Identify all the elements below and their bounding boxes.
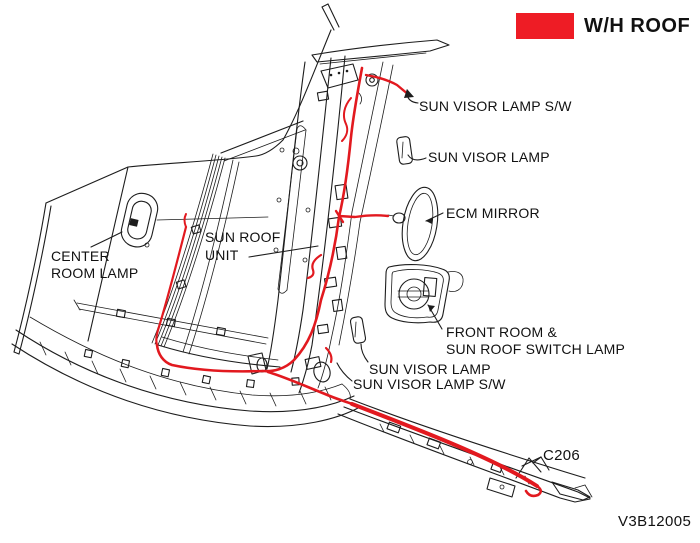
callout-center-room-lamp-line1: CENTER — [51, 248, 110, 264]
callout-center-room-lamp-line2: ROOM LAMP — [51, 265, 139, 281]
callout-leader-lines — [90, 89, 542, 467]
a-pillar-drawing — [337, 383, 593, 503]
front-header-drawing — [311, 39, 450, 105]
legend-red-swatch — [516, 13, 574, 39]
callout-front-room-line1: FRONT ROOM & — [446, 324, 558, 340]
legend: W/H ROOF — [516, 13, 690, 39]
sun-visor-lamp-bottom-drawing — [349, 316, 367, 344]
callout-sun-visor-lamp-bottom: SUN VISOR LAMP — [369, 361, 491, 377]
callout-sun-visor-lamp-sw-bottom: SUN VISOR LAMP S/W — [353, 376, 506, 392]
front-room-lamp-drawing — [384, 264, 464, 324]
roof-rear-rail-drawing — [11, 299, 361, 428]
visor-switch-arrowhead — [404, 89, 414, 98]
callout-sun-visor-lamp-sw-top: SUN VISOR LAMP S/W — [419, 98, 572, 114]
figure-code: V3B12005 — [618, 513, 692, 530]
callout-sun-roof-unit-line1: SUN ROOF — [205, 229, 281, 245]
callout-front-room-line2: SUN ROOF SWITCH LAMP — [446, 341, 626, 357]
ecm-mirror-drawing — [387, 186, 439, 262]
center-room-lamp-drawing — [120, 192, 269, 248]
callout-ecm-mirror: ECM MIRROR — [446, 205, 540, 221]
sunroof-unit-drawing — [151, 55, 394, 394]
car-body-outline — [13, 3, 340, 355]
callout-connector-c206: C206 — [543, 447, 581, 464]
callout-sun-visor-lamp-top: SUN VISOR LAMP — [428, 149, 550, 165]
sun-visor-lamp-top-drawing — [396, 136, 413, 165]
roof-harness-red — [155, 66, 543, 498]
callout-sun-roof-unit-line2: UNIT — [205, 247, 239, 263]
legend-label: W/H ROOF — [584, 14, 691, 37]
